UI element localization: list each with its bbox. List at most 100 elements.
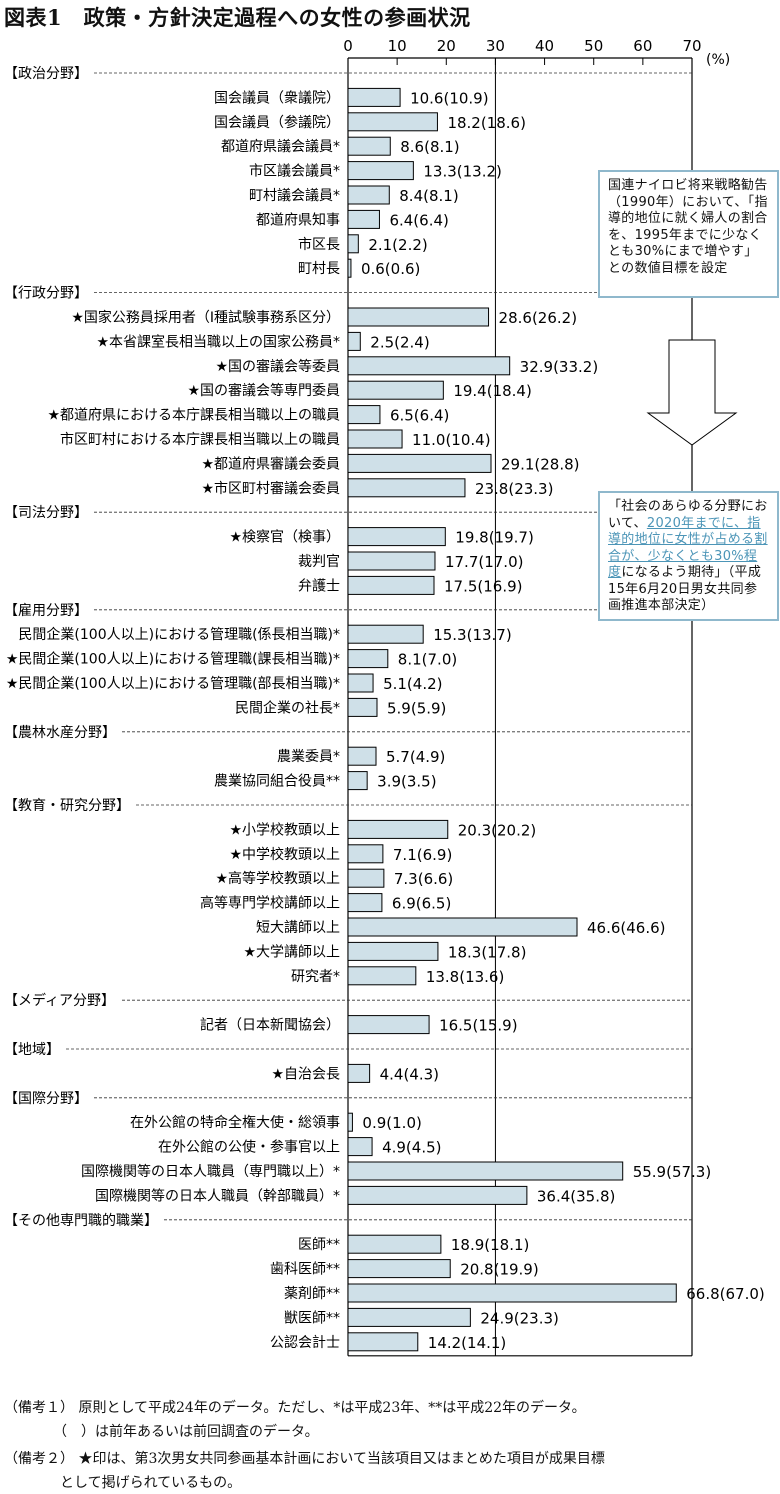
value-label: 23.8(23.3) <box>475 480 554 498</box>
value-label: 14.2(14.1) <box>428 1334 507 1352</box>
value-label: 46.6(46.6) <box>587 919 666 937</box>
value-label: 6.5(6.4) <box>390 407 449 425</box>
row-label: 都道府県知事 <box>256 211 340 228</box>
section-header: 【国際分野】 <box>4 1091 88 1107</box>
note-2b: として掲げられているもの。 <box>4 1475 242 1491</box>
bar <box>347 112 438 132</box>
bar <box>347 966 417 986</box>
bar <box>347 307 490 327</box>
value-label: 7.1(6.9) <box>393 846 452 864</box>
row-label: 国際機関等の日本人職員（幹部職員）* <box>95 1187 340 1204</box>
section-header: 【司法分野】 <box>4 505 88 521</box>
row-label: ★市区町村審議会委員 <box>201 480 340 497</box>
row-label: ★本省課室長相当職以上の国家公務員* <box>96 333 340 350</box>
callout2-post: になるよう期待」（平成15年6月20日男女共同参画推進本部決定） <box>608 565 762 613</box>
value-label: 11.0(10.4) <box>412 431 491 449</box>
row-label: ★民間企業(100人以上)における管理職(部長相当職)* <box>6 675 340 692</box>
bar <box>347 941 439 961</box>
row-label: 研究者* <box>291 969 340 985</box>
bar <box>347 673 374 693</box>
bar <box>347 771 368 791</box>
row-label: 裁判官 <box>298 554 340 570</box>
row-label: 農業協同組合役員** <box>214 774 340 790</box>
bar <box>347 819 449 839</box>
row-label: 獣医師** <box>284 1310 340 1326</box>
row-label: 在外公館の公使・参事官以上 <box>158 1139 340 1156</box>
unit-label: (%) <box>706 52 730 68</box>
bar <box>347 136 391 156</box>
bar <box>347 697 378 717</box>
callout2-highlight: 2020年までに、指導的地位に女性が占める割合が、少なくとも30%程度 <box>608 515 768 581</box>
section-header: 【政治分野】 <box>4 66 88 82</box>
value-label: 10.6(10.9) <box>410 89 489 107</box>
section-header: 【その他専門職的職業】 <box>4 1213 158 1229</box>
value-label: 5.7(4.9) <box>386 748 445 766</box>
value-label: 36.4(35.8) <box>537 1187 616 1205</box>
row-label: 国会議員（衆議院） <box>214 89 340 106</box>
row-label: ★高等学校教頭以上 <box>215 870 340 887</box>
bar <box>347 356 511 376</box>
bar <box>347 575 435 595</box>
callout2-pre: 「社会のあらゆる分野において、 <box>608 499 768 531</box>
value-label: 66.8(67.0) <box>686 1285 765 1303</box>
value-label: 16.5(15.9) <box>439 1017 518 1035</box>
value-label: 29.1(28.8) <box>501 455 580 473</box>
row-label: 都道府県議会議員* <box>221 138 340 155</box>
row-label: 市区議会議員* <box>249 163 340 180</box>
bar <box>347 1332 419 1352</box>
value-label: 18.2(18.6) <box>447 114 526 132</box>
bar <box>347 746 377 766</box>
row-label: 国際機関等の日本人職員（専門職以上）* <box>81 1163 340 1180</box>
row-label: 高等専門学校講師以上 <box>200 895 340 912</box>
tick-label: 70 <box>682 37 701 55</box>
down-arrow-icon <box>646 339 738 446</box>
bar <box>347 551 436 571</box>
bar <box>347 917 578 937</box>
row-label: 市区町村における本庁課長相当職以上の職員 <box>60 431 340 448</box>
row-label: 弁護士 <box>298 578 340 594</box>
bar <box>347 844 384 864</box>
value-label: 3.9(3.5) <box>377 773 436 791</box>
bar <box>347 380 444 400</box>
callout-nairobi: 国連ナイロビ将来戦略勧告（1990年）において、「指導的地位に就く婦人の割合を、… <box>598 170 779 298</box>
value-label: 4.4(4.3) <box>380 1065 439 1083</box>
row-label: 記者（日本新聞協会） <box>200 1017 340 1034</box>
row-label: ★国家公務員採用者（Ⅰ種試験事務系区分） <box>71 309 340 326</box>
tick-label: 30 <box>486 37 505 55</box>
value-label: 20.3(20.2) <box>458 821 537 839</box>
note-2: （備考２） ★印は、第3次男女共同参画基本計画において当該項目又はまとめた項目が… <box>4 1451 605 1467</box>
row-label: 医師** <box>298 1237 340 1253</box>
bar <box>347 453 492 473</box>
bar <box>347 1259 451 1279</box>
value-label: 2.5(2.4) <box>370 333 429 351</box>
value-label: 0.9(1.0) <box>362 1114 421 1132</box>
value-label: 19.8(19.7) <box>455 529 534 547</box>
row-label: ★中学校教頭以上 <box>229 846 340 863</box>
value-label: 0.6(0.6) <box>361 260 420 278</box>
value-label: 20.8(19.9) <box>460 1261 539 1279</box>
section-header: 【農林水産分野】 <box>4 725 116 741</box>
tick-label: 60 <box>633 37 652 55</box>
value-label: 32.9(33.2) <box>520 358 599 376</box>
note-1b: （ ）は前年あるいは前回調査のデータ。 <box>4 1424 319 1440</box>
value-label: 17.5(16.9) <box>444 577 523 595</box>
bar <box>347 893 383 913</box>
bar <box>347 527 446 547</box>
bar <box>347 624 424 644</box>
row-label: 薬剤師** <box>284 1286 340 1302</box>
value-label: 7.3(6.6) <box>394 870 453 888</box>
row-label: ★小学校教頭以上 <box>229 821 340 838</box>
value-label: 19.4(18.4) <box>453 382 532 400</box>
row-label: 民間企業の社長* <box>235 699 340 716</box>
section-header: 【教育・研究分野】 <box>4 798 130 814</box>
tick-label: 0 <box>343 37 353 55</box>
row-label: 国会議員（参議院） <box>214 114 340 131</box>
bar <box>347 1015 430 1035</box>
value-label: 18.9(18.1) <box>451 1236 530 1254</box>
row-label: 在外公館の特命全権大使・総領事 <box>130 1114 340 1131</box>
bar <box>347 1185 528 1205</box>
tick-label: 20 <box>437 37 456 55</box>
bar <box>347 1063 371 1083</box>
row-label: ★民間企業(100人以上)における管理職(課長相当職)* <box>6 651 340 668</box>
